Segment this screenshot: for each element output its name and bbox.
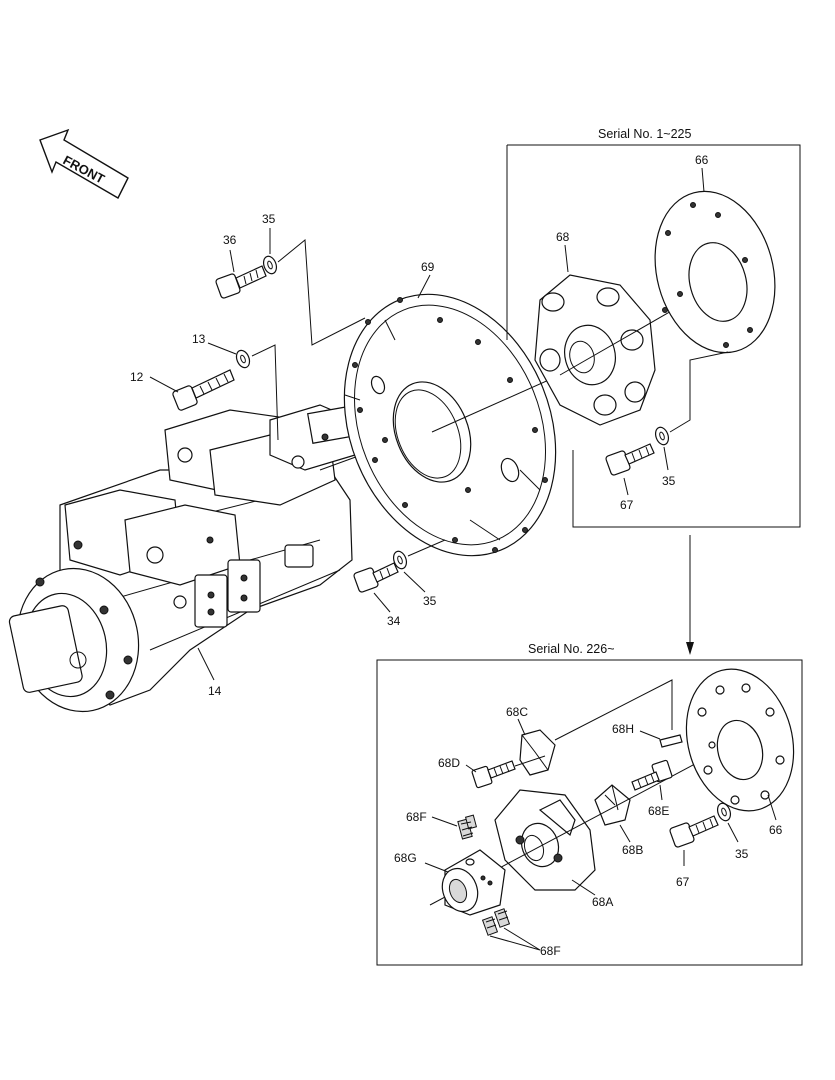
label-35-bottom: 35 bbox=[423, 594, 437, 608]
leader-68C-to-plate bbox=[554, 679, 673, 741]
label-35-a: 35 bbox=[662, 474, 676, 488]
bolt-12: 12 bbox=[130, 369, 235, 411]
label-66-b: 66 bbox=[769, 823, 783, 837]
label-69: 69 bbox=[421, 260, 435, 274]
leader-68D-to-hub bbox=[514, 755, 546, 767]
box-serial-1-225-title: Serial No. 1~225 bbox=[598, 127, 692, 141]
label-35-top: 35 bbox=[262, 212, 276, 226]
coupling-plate-66-b: 66 bbox=[685, 668, 795, 837]
hub-68G: 68G bbox=[394, 849, 506, 916]
label-68H: 68H bbox=[612, 722, 634, 736]
label-36: 36 bbox=[223, 233, 237, 247]
label-68C: 68C bbox=[506, 705, 528, 719]
axis-line-main bbox=[431, 374, 561, 433]
label-68G: 68G bbox=[394, 851, 417, 865]
arrow-box1-to-box2 bbox=[686, 535, 694, 655]
leader-67a-to-plate bbox=[669, 351, 729, 433]
box-serial-226-title: Serial No. 226~ bbox=[528, 642, 615, 656]
label-68E: 68E bbox=[648, 804, 669, 818]
label-14: 14 bbox=[208, 684, 222, 698]
pin-68H: 68H bbox=[612, 722, 683, 748]
set-screw-68F-top: 68F bbox=[406, 810, 478, 840]
leader-13-to-pump bbox=[251, 344, 279, 441]
label-35-b: 35 bbox=[735, 847, 749, 861]
part-68B: 68B bbox=[594, 784, 643, 857]
bolt-36: 36 bbox=[215, 233, 267, 299]
label-12: 12 bbox=[130, 370, 144, 384]
label-68: 68 bbox=[556, 230, 570, 244]
label-34: 34 bbox=[387, 614, 401, 628]
washer-35-b: 35 bbox=[716, 802, 749, 861]
bolt-68D: 68D bbox=[438, 756, 516, 789]
washer-35-top: 35 bbox=[262, 212, 278, 275]
box-serial-1-225: Serial No. 1~225 bbox=[506, 127, 801, 528]
flywheel-housing-69: 69 bbox=[343, 260, 557, 557]
label-68F-bottom: 68F bbox=[540, 944, 561, 958]
label-68D: 68D bbox=[438, 756, 460, 770]
leader-34-to-flange bbox=[407, 539, 446, 557]
label-68B: 68B bbox=[622, 843, 643, 857]
label-13: 13 bbox=[192, 332, 206, 346]
washer-35-a: 35 bbox=[654, 426, 676, 488]
label-68F-top: 68F bbox=[406, 810, 427, 824]
bolt-34: 34 bbox=[353, 562, 401, 628]
part-68C: 68C bbox=[506, 705, 556, 776]
washer-35-bottom: 35 bbox=[392, 550, 437, 608]
label-67-b: 67 bbox=[676, 875, 690, 889]
washer-13: 13 bbox=[192, 332, 251, 369]
hydraulic-pump-assembly: 14 bbox=[8, 404, 431, 713]
box-serial-226: Serial No. 226~ bbox=[376, 642, 803, 966]
front-arrow: FRONT bbox=[39, 128, 129, 199]
label-67-a: 67 bbox=[620, 498, 634, 512]
hub-68A: 68A bbox=[494, 789, 613, 909]
label-68A: 68A bbox=[592, 895, 613, 909]
bolt-67-b: 67 bbox=[669, 815, 719, 889]
set-screw-68F-bottom: 68F bbox=[481, 908, 561, 958]
label-66-a: 66 bbox=[695, 153, 709, 167]
leader-35-to-flange bbox=[277, 239, 366, 346]
bolt-68E: 68E bbox=[631, 759, 673, 818]
bolt-67-a: 67 bbox=[605, 443, 655, 512]
coupling-plate-66-a: 66 bbox=[654, 153, 776, 354]
coupling-68: 68 bbox=[534, 230, 656, 426]
